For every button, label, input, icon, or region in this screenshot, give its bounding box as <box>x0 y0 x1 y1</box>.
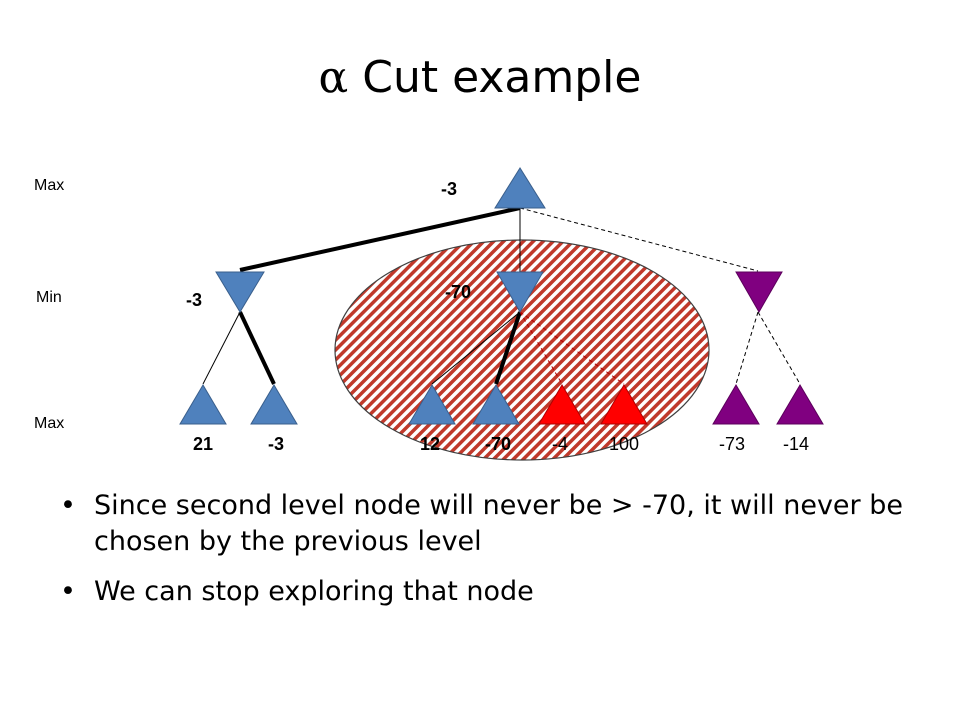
leaf-value-1: 21 <box>193 434 213 454</box>
root-value: -3 <box>441 179 457 199</box>
leaf-value-8: -14 <box>783 434 809 454</box>
leaf-node-3 <box>408 384 456 425</box>
edge-mid-min-leaf3 <box>431 311 521 385</box>
edge-right-min-leaf8 <box>757 311 801 385</box>
alpha-symbol: α <box>318 52 349 103</box>
leaf-value-5: -4 <box>552 434 568 454</box>
edge-mid-min-leaf4 <box>494 311 522 385</box>
middle-min-value: -70 <box>445 282 471 302</box>
bullet-item: Since second level node will never be > … <box>60 488 920 560</box>
leaf-node-5 <box>538 384 586 425</box>
middle-min-node <box>496 271 544 314</box>
level-label-bottom: Max <box>34 415 64 432</box>
leaf-value-4: -70 <box>485 434 511 454</box>
slide-title: α Cut example <box>0 52 960 103</box>
tree-nodes <box>179 167 824 425</box>
leaf-node-2 <box>250 384 298 425</box>
tree-edges <box>202 206 801 385</box>
left-min-node <box>215 271 265 313</box>
edge-root-left-min <box>239 206 521 272</box>
edge-root-right-min <box>519 207 759 272</box>
leaf-value-6: 100 <box>609 434 639 454</box>
bullet-list: Since second level node will never be > … <box>60 488 920 624</box>
leaf-node-8 <box>776 384 824 425</box>
level-label-middle: Min <box>36 289 62 306</box>
leaf-node-4 <box>472 384 520 425</box>
leaf-value-7: -73 <box>719 434 745 454</box>
leaf-node-7 <box>712 384 760 425</box>
right-min-node <box>735 271 783 314</box>
leaf-value-3: 12 <box>420 434 440 454</box>
bullet-item: We can stop exploring that node <box>60 574 920 610</box>
title-text: Cut example <box>362 52 642 103</box>
edge-mid-min-leaf6 <box>519 311 625 385</box>
left-min-value: -3 <box>186 290 202 310</box>
edge-left-min-leaf1 <box>202 311 241 385</box>
leaf-node-1 <box>179 384 227 425</box>
root-max-node <box>494 167 546 209</box>
edge-left-min-leaf2 <box>238 311 276 385</box>
leaf-value-2: -3 <box>268 434 284 454</box>
edge-right-min-leaf7 <box>735 311 759 385</box>
level-label-top: Max <box>34 177 64 194</box>
leaf-node-6 <box>600 384 648 425</box>
